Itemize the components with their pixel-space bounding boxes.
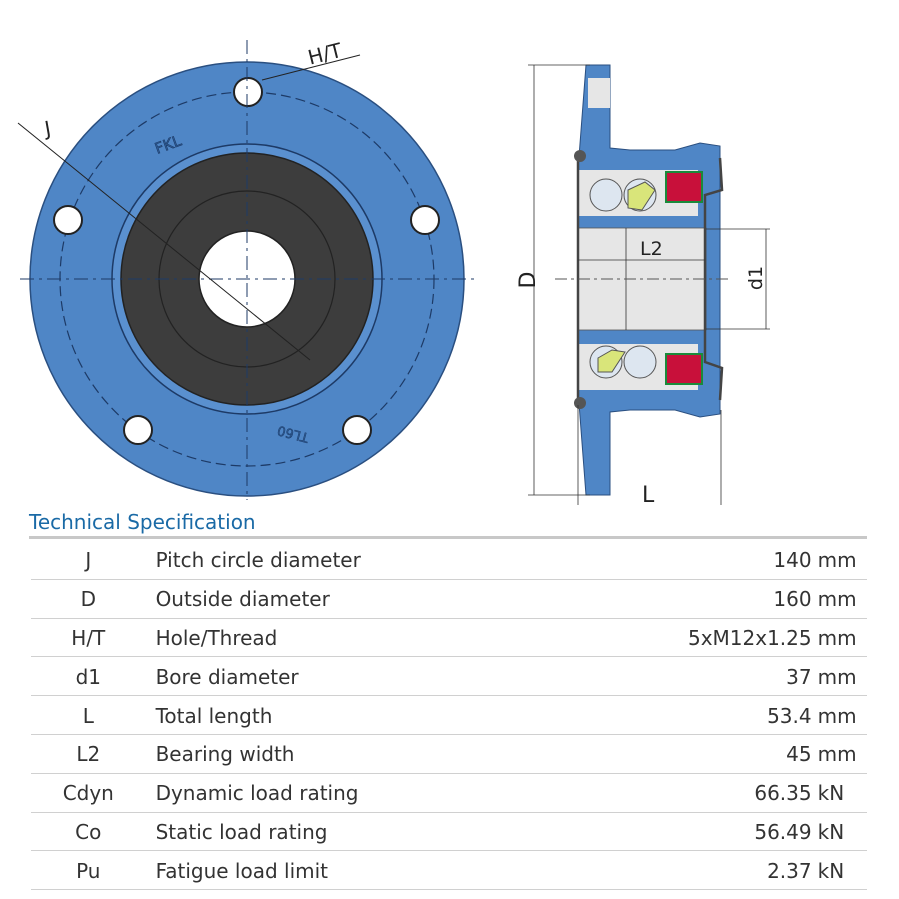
spec-value: 37: [786, 664, 812, 689]
title-divider: [29, 536, 867, 539]
technical-drawing: J H/T FKL TL60 D L2 d1 L: [17, 38, 770, 508]
spec-symbol: d1: [75, 664, 101, 689]
label-l2: L2: [640, 238, 663, 260]
spec-unit: mm: [817, 625, 857, 650]
spec-value: 160: [773, 587, 812, 612]
section-title: Technical Specification: [29, 510, 256, 534]
spec-symbol: J: [85, 548, 92, 573]
spec-description: Static load rating: [147, 812, 605, 852]
spec-unit: kN: [817, 858, 845, 883]
label-d1: d1: [745, 266, 767, 290]
spec-symbol: Cdyn: [62, 781, 114, 806]
spec-description: Bore diameter: [147, 657, 605, 697]
label-j: J: [41, 116, 53, 141]
spec-value: 56.49: [754, 819, 812, 844]
spec-description: Hole/Thread: [147, 618, 605, 658]
spec-unit: mm: [817, 587, 857, 612]
spec-value: 45: [786, 742, 812, 767]
spec-unit: mm: [817, 664, 857, 689]
spec-unit: mm: [817, 703, 857, 728]
spec-description: Pitch circle diameter: [147, 541, 605, 580]
spec-description: Total length: [147, 696, 605, 735]
spec-unit: mm: [817, 742, 857, 767]
spec-value: 2.37: [767, 858, 812, 883]
spec-value: 140: [773, 548, 812, 573]
label-d: D: [516, 272, 541, 289]
section-view: D L2 d1 L: [516, 64, 770, 508]
spec-value: 66.35: [754, 781, 812, 806]
spec-symbol: L: [82, 703, 94, 728]
spec-value: 53.4: [767, 703, 812, 728]
spec-description: Fatigue load limit: [147, 851, 605, 891]
spec-symbol: D: [80, 587, 96, 612]
spec-symbol: L2: [76, 742, 101, 767]
spec-description: Outside diameter: [147, 579, 605, 619]
label-ht: H/T: [305, 38, 345, 70]
spec-symbol: Co: [75, 819, 102, 844]
label-l: L: [642, 483, 655, 508]
spec-unit: kN: [817, 781, 845, 806]
spec-symbol: H/T: [71, 625, 106, 650]
spec-unit: mm: [817, 548, 857, 573]
spec-symbol: Pu: [76, 858, 101, 883]
spec-unit: kN: [817, 819, 845, 844]
front-view: J H/T FKL TL60: [17, 38, 475, 500]
spec-value: 5xM12x1.25: [687, 625, 812, 650]
spec-description: Bearing width: [147, 734, 605, 774]
spec-description: Dynamic load rating: [147, 773, 605, 813]
bolt-holes: [53, 77, 440, 445]
